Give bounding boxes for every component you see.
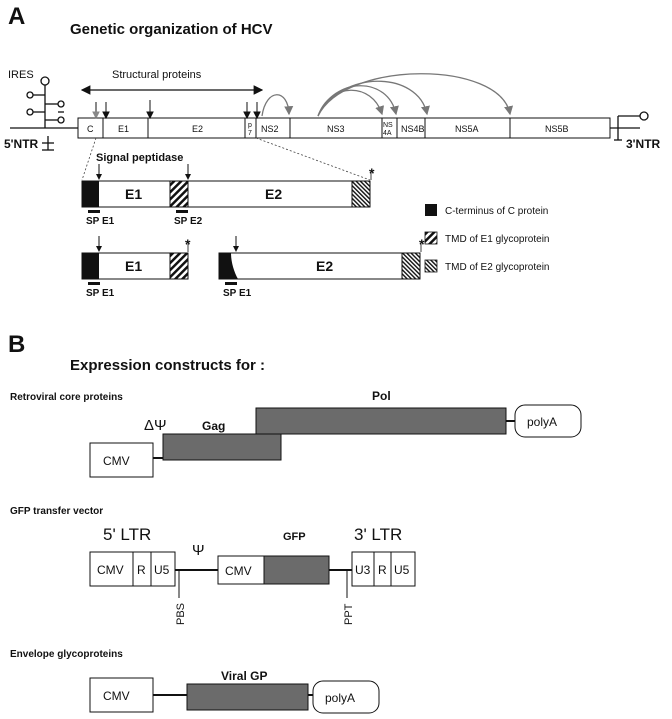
gene-labels: C E1 E2 p 7 NS2 NS3 NS 4A NS4B NS5A NS5B — [87, 122, 569, 137]
ntr5-label: 5'NTR — [4, 137, 39, 151]
ires-label: IRES — [8, 69, 34, 81]
legend: C-terminus of C protein TMD of E1 glycop… — [424, 204, 550, 273]
gene-ns3: NS3 — [327, 124, 345, 134]
gene-ns5a: NS5A — [455, 124, 479, 134]
cmv-label-3: CMV — [103, 689, 130, 703]
pol-block — [255, 407, 507, 435]
panel-b-letter: B — [8, 331, 25, 358]
polya-box-1 — [514, 404, 582, 438]
e1-alone-label: E1 — [125, 258, 142, 274]
gag-block — [162, 433, 282, 461]
e2-alone-label: E2 — [316, 258, 333, 274]
delta-psi-label: ΔΨ — [144, 417, 167, 434]
sp-e1-label-1: SP E1 — [86, 216, 115, 227]
e1-construct: E1 * SP E1 — [81, 236, 191, 299]
gene-ns5b: NS5B — [545, 124, 569, 134]
sp-e2-label: SP E2 — [174, 216, 203, 227]
panel-a: A Genetic organization of HCV IRES 5'NTR… — [4, 3, 661, 299]
e2-tmd-block — [351, 180, 371, 208]
asterisk-3: * — [419, 236, 425, 252]
gene-ns2: NS2 — [261, 124, 279, 134]
panel-b-title: Expression constructs for : — [70, 357, 265, 374]
cleavage-arrows — [92, 100, 261, 120]
ntr3-structure-icon — [610, 111, 649, 141]
signal-peptidase-label: Signal peptidase — [96, 152, 183, 164]
box-e2-label: E2 — [265, 186, 282, 202]
ltr3-u5: U5 — [394, 563, 410, 577]
legend-swatch-narrow — [424, 259, 438, 273]
psi-label: Ψ — [192, 542, 205, 559]
polya-label-1: polyA — [527, 415, 557, 429]
ntr3-label: 3'NTR — [626, 137, 661, 151]
e1e2-precursor: E1 E2 * SP E1 SP E2 — [81, 164, 375, 227]
gene-e2: E2 — [192, 124, 203, 134]
pbs-label: PBS — [175, 603, 187, 625]
cmv-box-1 — [89, 442, 154, 478]
polya-box-3 — [312, 680, 380, 714]
polyprotein-bar — [77, 117, 611, 139]
viral-gp-block — [186, 683, 309, 711]
box-e1-label: E1 — [125, 186, 142, 202]
cmv-internal-label: CMV — [225, 564, 252, 578]
envelope-construct: Envelope glycoproteins Viral GP CMV poly… — [10, 649, 380, 714]
viral-gp-label: Viral GP — [221, 669, 267, 683]
zoom-guide-lines — [81, 137, 371, 181]
polya-label-3: polyA — [325, 691, 355, 705]
panel-b: B Expression constructs for : Retroviral… — [8, 331, 582, 714]
ltr3-r: R — [378, 563, 387, 577]
ltr5-label: 5' LTR — [103, 525, 151, 544]
ltr3-u3: U3 — [355, 563, 371, 577]
ltr3-label: 3' LTR — [354, 525, 402, 544]
legend-label-c-terminus: C-terminus of C protein — [445, 206, 548, 217]
gfp-block — [263, 555, 330, 585]
legend-label-e1-tmd: TMD of E1 glycoprotein — [445, 234, 550, 245]
retroviral-construct: Retroviral core proteins Pol ΔΨ Gag CMV … — [10, 389, 582, 478]
sp-e1-label-3: SP E1 — [223, 288, 252, 299]
gene-ns4b: NS4B — [401, 124, 425, 134]
legend-swatch-solid — [425, 204, 437, 216]
ltr5-u5: U5 — [154, 563, 170, 577]
e1-tmd-block — [169, 180, 189, 208]
envelope-label: Envelope glycoproteins — [10, 649, 123, 660]
gene-c: C — [87, 124, 94, 134]
gene-p7-bottom: 7 — [248, 130, 252, 137]
sp-e1-label-2: SP E1 — [86, 288, 115, 299]
legend-label-e2-tmd: TMD of E2 glycoprotein — [445, 262, 550, 273]
gene-e1: E1 — [118, 124, 129, 134]
legend-swatch-wide — [424, 231, 438, 245]
ltr5-cmv: CMV — [97, 563, 124, 577]
cmv-label-1: CMV — [103, 454, 130, 468]
ltr5-r: R — [137, 563, 146, 577]
panel-a-letter: A — [8, 3, 25, 30]
gag-label: Gag — [202, 419, 225, 433]
pol-label: Pol — [372, 389, 391, 403]
protease-arcs — [261, 73, 514, 117]
ires-structure-icon — [10, 76, 78, 151]
gene-ns4a-top: NS — [383, 122, 393, 129]
gfp-construct: GFP transfer vector 5' LTR 3' LTR GFP Ψ … — [10, 506, 416, 625]
structural-proteins-label: Structural proteins — [112, 69, 202, 81]
panel-a-title: Genetic organization of HCV — [70, 21, 273, 38]
gfp-vector-label: GFP transfer vector — [10, 506, 103, 517]
retro-label: Retroviral core proteins — [10, 392, 123, 403]
gfp-label: GFP — [283, 531, 306, 543]
ppt-label: PPT — [343, 603, 355, 625]
asterisk-1: * — [369, 165, 375, 181]
gene-p7-top: p — [248, 122, 252, 129]
gene-ns4a-bottom: 4A — [383, 130, 392, 137]
c-terminus-block — [82, 181, 99, 207]
e2-construct: E2 * SP E1 — [218, 236, 425, 299]
